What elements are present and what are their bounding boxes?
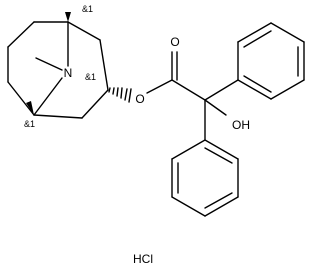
bond-c5-n: [33, 77, 63, 116]
bond-quat-ph1: [204, 79, 239, 101]
bond-c2-c3: [99, 39, 109, 91]
salt-label: HCl: [133, 252, 153, 266]
carbonyl-oxygen-label: O: [170, 35, 179, 49]
hydroxyl-label: OH: [232, 118, 250, 132]
bond-c3-c4: [81, 89, 109, 119]
chemical-structure: N &1 &1 &1 O O OH: [7, 4, 305, 266]
bond-c1-c2: [67, 21, 101, 41]
wedge-bottom-bridgehead: [26, 101, 34, 115]
bond-n-methyl: [35, 57, 63, 71]
stereo-label-c3: &1: [85, 72, 96, 82]
phenyl-ring-top: [204, 22, 305, 101]
bond-o-carbonyl-c: [146, 79, 173, 94]
tropane-ring: [7, 21, 109, 119]
bond-c7-c6a: [7, 21, 35, 48]
ester-oxygen-label: O: [135, 92, 144, 106]
hashed-bond-c3-o: [108, 87, 132, 103]
bond-quat-oh: [204, 99, 227, 116]
bond-carbonyl-c-quat: [171, 79, 206, 101]
nitrogen-label: N: [64, 66, 73, 80]
bond-c6b-c5: [7, 81, 35, 116]
structure-canvas: N &1 &1 &1 O O OH: [7, 4, 305, 266]
stereo-label-bottom: &1: [24, 119, 35, 129]
wedge-top-bridgehead: [65, 12, 71, 22]
bond-c4-c5: [33, 114, 83, 119]
stereo-label-top: &1: [82, 4, 93, 14]
phenyl-ring-bottom: [171, 99, 239, 217]
